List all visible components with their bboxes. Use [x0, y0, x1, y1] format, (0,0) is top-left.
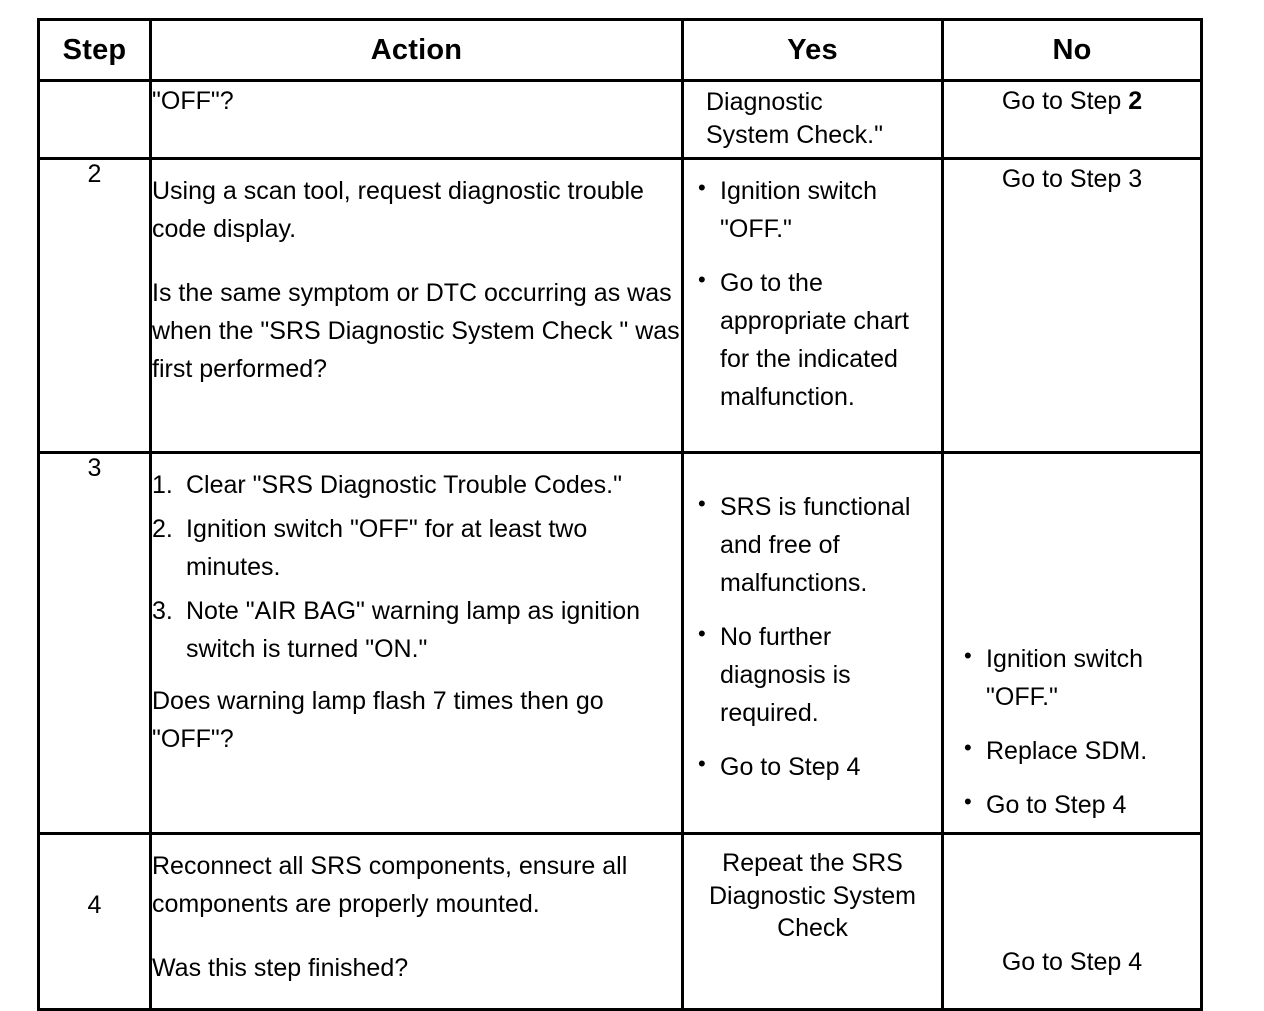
- yes-cell-3: • SRS is functional and free of malfunct…: [681, 451, 944, 835]
- action-cell-3: 1. Clear "SRS Diagnostic Trouble Codes."…: [149, 451, 684, 835]
- no-cell-4: Go to Step 4: [941, 832, 1203, 1011]
- no-text-1-bold: 2: [1128, 87, 1143, 115]
- yes-line-1a: Diagnostic: [706, 88, 823, 116]
- action-cell-4: Reconnect all SRS components, ensure all…: [149, 832, 684, 1011]
- action-paragraph-2a: Using a scan tool, request diagnostic tr…: [152, 177, 644, 243]
- yes-line-4c: Check: [777, 914, 848, 942]
- yes-bullet-3a: SRS is functional and free of malfunctio…: [720, 493, 911, 597]
- step-number-cell-1: [37, 79, 152, 160]
- column-header-no: No: [941, 18, 1203, 82]
- no-bullet-3c: Go to Step 4: [986, 791, 1127, 819]
- bullet-icon: •: [698, 267, 706, 292]
- list-number: 2.: [152, 515, 173, 543]
- bullet-icon: •: [698, 491, 706, 516]
- yes-bullet-3c: Go to Step 4: [720, 753, 861, 781]
- bullet-icon: •: [964, 643, 972, 668]
- yes-line-4a: Repeat the SRS: [722, 849, 903, 877]
- step-number-4: 4: [87, 891, 102, 919]
- action-paragraph-4a: Reconnect all SRS components, ensure all…: [152, 852, 628, 918]
- no-text-1: Go to Step: [1001, 87, 1129, 115]
- bullet-icon: •: [698, 621, 706, 646]
- list-number: 1.: [152, 471, 173, 499]
- step-number-2: 2: [87, 160, 102, 188]
- bullet-icon: •: [698, 751, 706, 776]
- list-item: • Go to Step 4: [694, 748, 933, 786]
- action-question-3: Does warning lamp flash 7 times then go …: [152, 687, 604, 753]
- action-paragraph-4b: Was this step finished?: [152, 954, 409, 982]
- table-row: 3 1. Clear "SRS Diagnostic Trouble Codes…: [37, 451, 1203, 835]
- yes-cell-2: • Ignition switch "OFF." • Go to the app…: [681, 157, 944, 454]
- no-bullet-3b: Replace SDM.: [986, 737, 1148, 765]
- column-header-action: Action: [149, 18, 684, 82]
- no-bullet-list-3: • Ignition switch "OFF." • Replace SDM. …: [960, 640, 1192, 824]
- list-item: 3. Note "AIR BAG" warning lamp as igniti…: [152, 592, 681, 668]
- no-cell-2: Go to Step 3: [941, 157, 1203, 454]
- action-step-3b: Ignition switch "OFF" for at least two m…: [186, 515, 588, 581]
- yes-line-4b: Diagnostic System: [708, 881, 917, 910]
- bullet-icon: •: [698, 175, 706, 200]
- no-text-2: Go to Step 3: [1001, 165, 1143, 193]
- list-item: • Go to Step 4: [960, 786, 1192, 824]
- yes-line-1b: System Check.": [706, 120, 883, 149]
- no-bullet-3a: Ignition switch "OFF.": [986, 645, 1144, 711]
- step-number-cell-2: 2: [37, 157, 152, 454]
- bullet-icon: •: [964, 789, 972, 814]
- bullet-icon: •: [964, 735, 972, 760]
- no-text-4: Go to Step 4: [1001, 948, 1143, 976]
- list-item: • No further diagnosis is required.: [694, 618, 933, 732]
- yes-bullet-list-2: • Ignition switch "OFF." • Go to the app…: [694, 172, 933, 416]
- action-spacer: [152, 248, 681, 274]
- action-numbered-list-3: 1. Clear "SRS Diagnostic Trouble Codes."…: [152, 466, 681, 668]
- diagnostic-table: Step Action Yes No "OFF"? Diagnostic Sys…: [37, 18, 1203, 1011]
- action-paragraph-2b: Is the same symptom or DTC occurring as …: [152, 279, 680, 383]
- yes-bullet-2b: Go to the appropriate chart for the indi…: [720, 269, 910, 411]
- list-number: 3.: [152, 597, 173, 625]
- list-item: • SRS is functional and free of malfunct…: [694, 488, 933, 602]
- no-cell-1: Go to Step 2: [941, 79, 1203, 160]
- yes-cell-1: Diagnostic System Check.": [681, 79, 944, 160]
- step-number-cell-4: 4: [37, 832, 152, 1011]
- step-number-3: 3: [87, 454, 102, 482]
- column-header-step: Step: [37, 18, 152, 82]
- list-item: 1. Clear "SRS Diagnostic Trouble Codes.": [152, 466, 681, 504]
- action-step-3a: Clear "SRS Diagnostic Trouble Codes.": [186, 471, 622, 499]
- no-cell-3: • Ignition switch "OFF." • Replace SDM. …: [941, 451, 1203, 835]
- table-header-row: Step Action Yes No: [37, 18, 1203, 82]
- column-header-yes: Yes: [681, 18, 944, 82]
- yes-bullet-2a: Ignition switch "OFF.": [720, 177, 878, 243]
- action-cell-1: "OFF"?: [149, 79, 684, 160]
- step-number-cell-3: 3: [37, 451, 152, 835]
- list-item: • Replace SDM.: [960, 732, 1192, 770]
- action-step-3c: Note "AIR BAG" warning lamp as ignition …: [186, 597, 641, 663]
- table-row: "OFF"? Diagnostic System Check." Go to S…: [37, 79, 1203, 160]
- list-item: • Go to the appropriate chart for the in…: [694, 264, 933, 416]
- list-item: • Ignition switch "OFF.": [694, 172, 933, 248]
- yes-bullet-3b: No further diagnosis is required.: [720, 623, 851, 727]
- table-row: 4 Reconnect all SRS components, ensure a…: [37, 832, 1203, 1011]
- list-item: • Ignition switch "OFF.": [960, 640, 1192, 716]
- yes-bullet-list-3: • SRS is functional and free of malfunct…: [694, 488, 933, 786]
- yes-cell-4: Repeat the SRS Diagnostic System Check: [681, 832, 944, 1011]
- list-item: 2. Ignition switch "OFF" for at least tw…: [152, 510, 681, 586]
- action-text-1: "OFF"?: [152, 87, 234, 115]
- action-cell-2: Using a scan tool, request diagnostic tr…: [149, 157, 684, 454]
- action-spacer: [152, 923, 681, 949]
- table-row: 2 Using a scan tool, request diagnostic …: [37, 157, 1203, 454]
